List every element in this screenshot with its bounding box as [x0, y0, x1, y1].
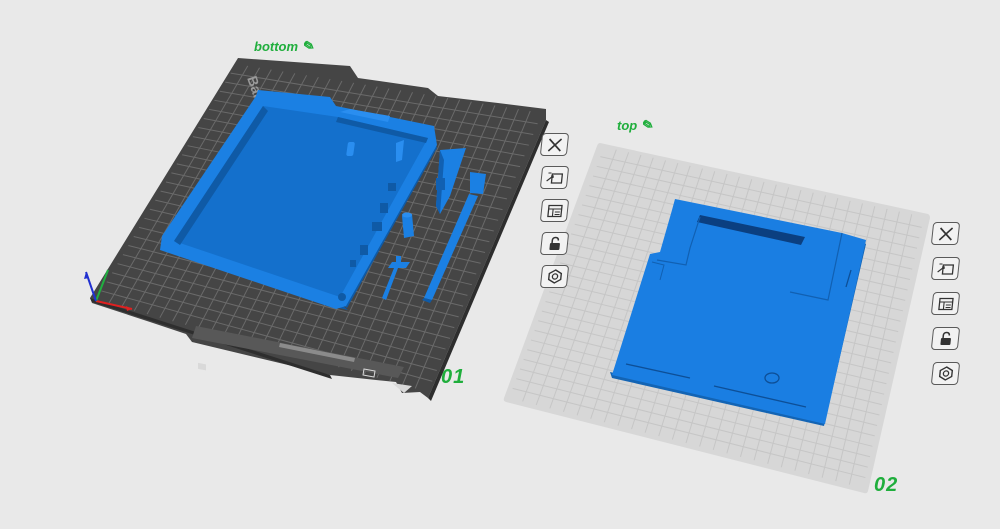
- plate-02-name: top: [617, 118, 638, 133]
- grid-line: [519, 368, 871, 458]
- arrange-icon[interactable]: [930, 257, 961, 280]
- plate-02-number: 02: [874, 474, 899, 496]
- grid-line: [848, 214, 913, 485]
- settings-icon[interactable]: [539, 199, 570, 222]
- arrange-icon[interactable]: [539, 166, 570, 189]
- grid-line: [112, 272, 442, 361]
- grid-line: [122, 254, 451, 339]
- lock-icon[interactable]: [539, 232, 570, 255]
- plate-02[interactable]: [503, 143, 930, 494]
- plate-02-name-label[interactable]: top ✎: [617, 116, 655, 135]
- grid-line: [402, 109, 519, 386]
- plate-01-model: [160, 90, 437, 310]
- grid-line: [338, 99, 461, 368]
- plate-01-parts: [382, 148, 486, 303]
- grid-line: [376, 105, 496, 379]
- grid-line: [821, 208, 888, 478]
- hex-nut-icon[interactable]: [539, 265, 570, 288]
- plate-01-name: bottom: [254, 39, 299, 54]
- plate-01-toolbar: [539, 133, 570, 288]
- grid-line: [117, 263, 446, 350]
- lock-icon[interactable]: [930, 327, 961, 350]
- grid-line: [414, 110, 531, 389]
- plate-01[interactable]: Bambu Textured PEI Plate: [84, 58, 549, 401]
- close-icon[interactable]: [539, 133, 570, 156]
- close-icon[interactable]: [930, 222, 961, 245]
- plate-02-toolbar: [930, 222, 961, 385]
- settings-icon[interactable]: [930, 292, 961, 315]
- grid-line: [835, 211, 900, 482]
- grid-line: [512, 387, 866, 479]
- grid-line: [106, 281, 437, 372]
- plate-01-name-label[interactable]: bottom ✎: [254, 37, 316, 56]
- axis-gizmo: [84, 269, 133, 311]
- grid-line: [516, 378, 868, 468]
- plate-02-model: [610, 199, 866, 426]
- hex-nut-icon[interactable]: [930, 362, 961, 385]
- grid-line: [523, 358, 873, 447]
- plate-01-number: 01: [441, 366, 466, 388]
